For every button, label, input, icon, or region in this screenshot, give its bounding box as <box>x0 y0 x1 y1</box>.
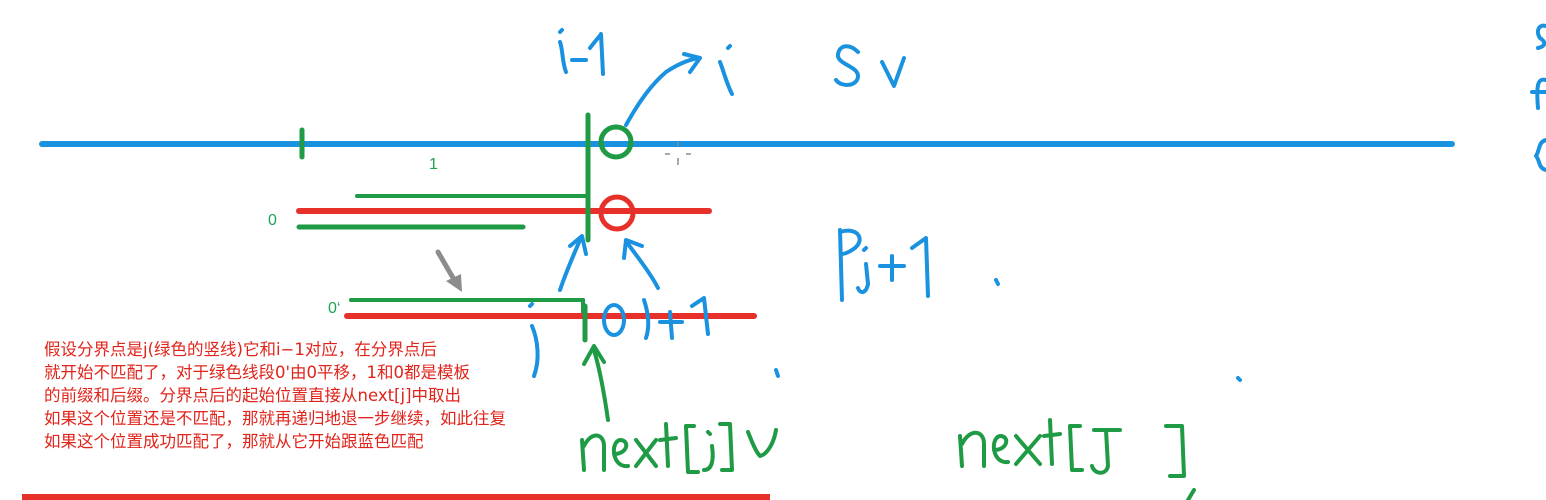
handwriting-o-j-plus-1 <box>602 296 1242 382</box>
handwriting-arrow-to-i <box>624 44 734 127</box>
label-segment-1: 1 <box>429 156 438 173</box>
explanation-line-1: 假设分界点是j(绿色的竖线)它和i−1对应，在分界点后 <box>44 340 437 359</box>
handwriting-s-i <box>834 44 906 88</box>
handwriting-next-arrow <box>582 344 610 422</box>
explanation-line-4: 如果这个位置还是不匹配，那就再递归地退一步继续，如此往复 <box>44 409 506 428</box>
explanation-line-5: 如果这个位置成功匹配了，那就从它开始跟蓝色匹配 <box>44 432 424 451</box>
handwriting-next-j <box>958 418 1196 500</box>
handwriting-p-j-plus-1 <box>838 228 1000 302</box>
cursor-crosshair-icon <box>665 142 691 165</box>
edge-handwriting <box>1530 23 1546 172</box>
green-circle-marker <box>598 124 634 160</box>
label-segment-0-prime: 0‘ <box>328 300 341 317</box>
explanation-line-2: 就开始不匹配了，对于绿色线段0'由0平移，1和0都是模板 <box>44 363 471 382</box>
explanation-text: 假设分界点是j(绿色的竖线)它和i−1对应，在分界点后 就开始不匹配了，对于绿色… <box>44 338 564 453</box>
label-segment-0: 0 <box>268 212 277 229</box>
red-circle-marker <box>598 194 636 232</box>
gray-arrow-head <box>446 274 462 292</box>
explanation-line-3: 的前缀和后缀。分界点后的起始位置直接从next[j]中取出 <box>44 386 462 405</box>
handwriting-j-arrows <box>528 234 660 378</box>
handwriting-next-j-i <box>580 422 778 474</box>
handwriting-i-minus-1 <box>558 28 605 76</box>
